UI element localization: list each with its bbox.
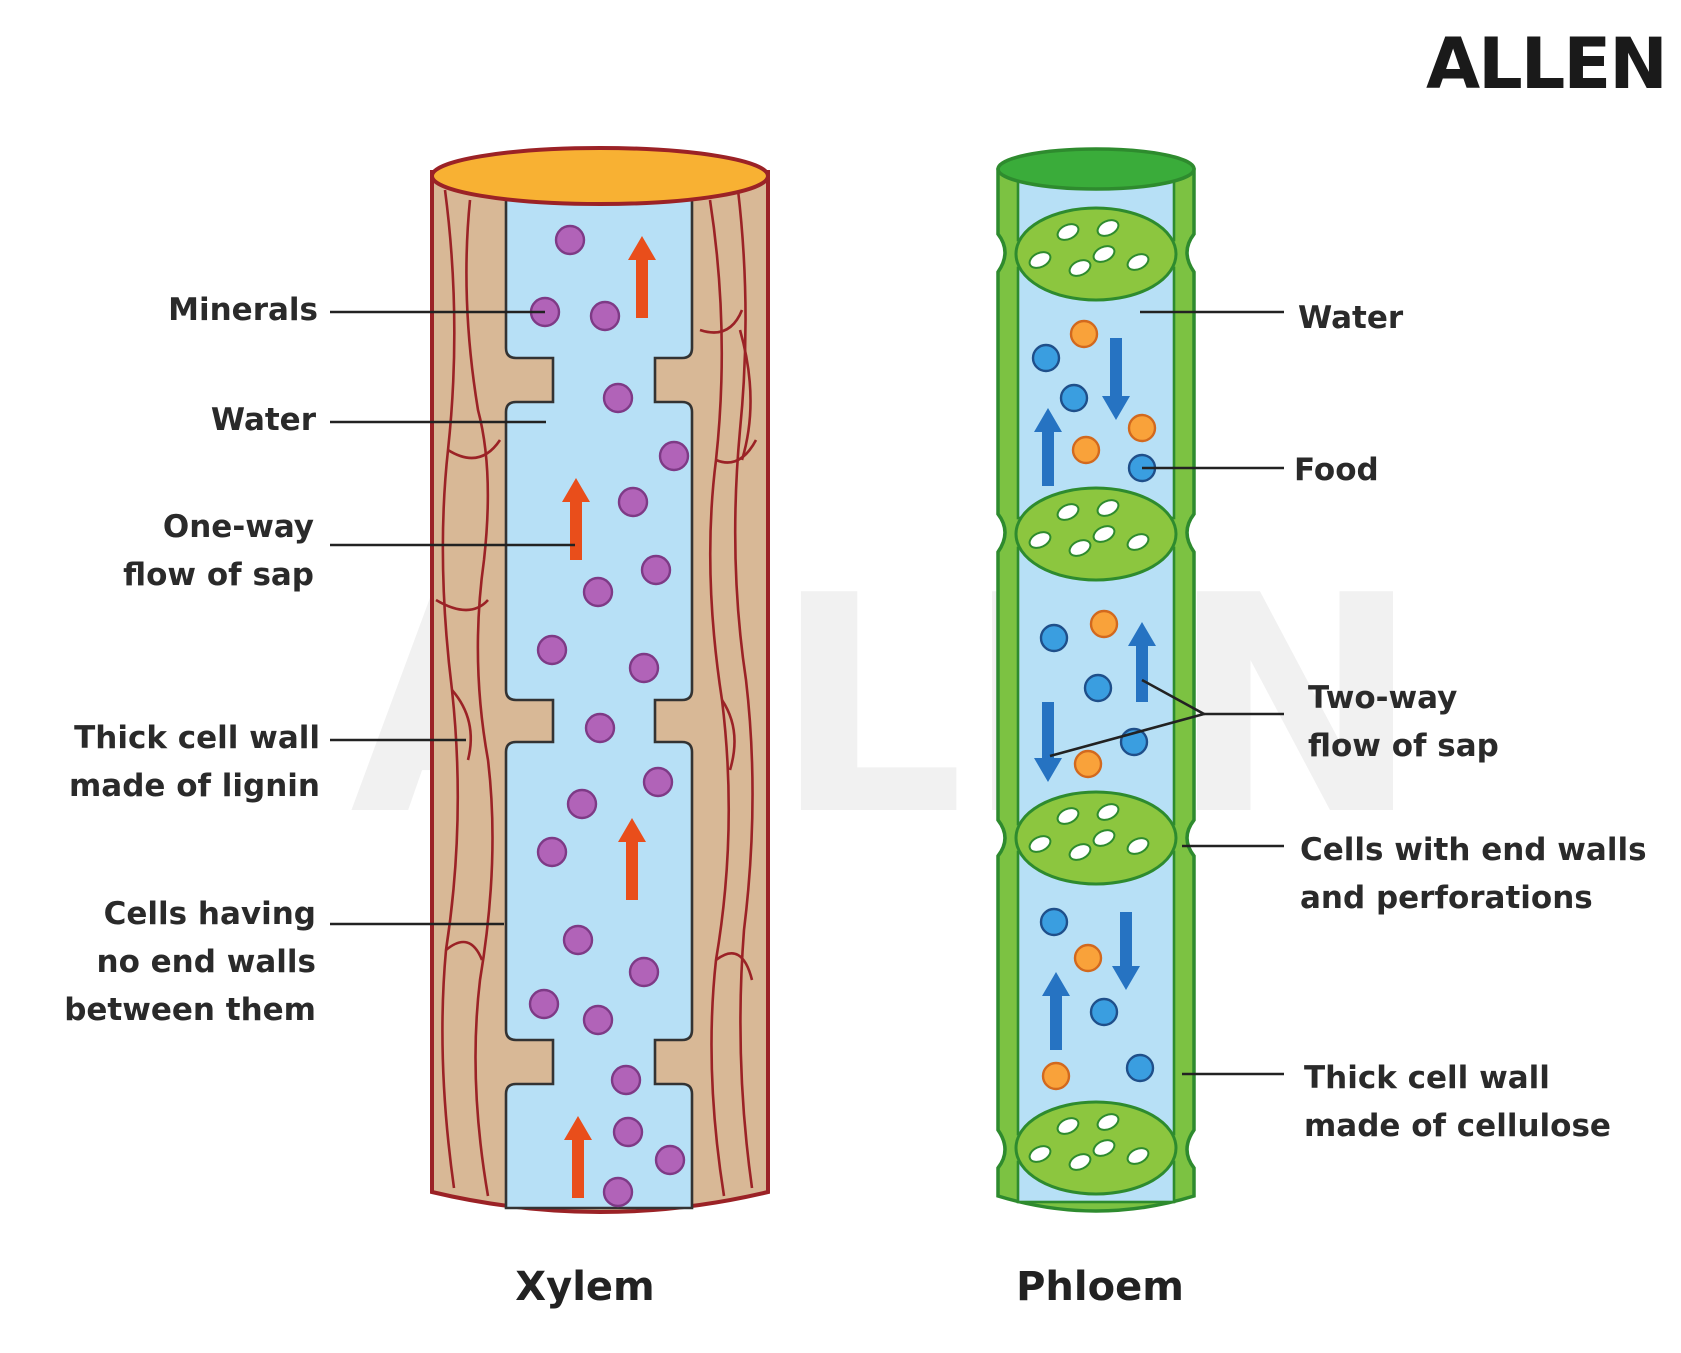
up-arrow-icon — [1034, 408, 1062, 486]
food-particle — [1039, 907, 1069, 937]
mineral — [640, 554, 672, 586]
up-arrow-icon — [1128, 622, 1156, 702]
food-particle — [1039, 623, 1069, 653]
xylem-lumen — [504, 198, 694, 1210]
up-arrow-icon — [562, 478, 590, 560]
mineral — [642, 766, 674, 798]
xylem-flow-arrows — [562, 236, 656, 1198]
mineral — [528, 988, 560, 1020]
phloem-lumen — [1016, 850, 1176, 1136]
xylem-title: Xylem — [515, 1264, 654, 1310]
phloem-leaders — [1049, 310, 1284, 1076]
food-particle — [1125, 1053, 1155, 1083]
food-particle — [1041, 1061, 1071, 1091]
sieve-plates — [1014, 206, 1178, 1196]
mineral — [602, 382, 634, 414]
mineral — [536, 634, 568, 666]
label-lignin-2: made of lignin — [69, 768, 320, 804]
phloem-flow-arrows — [1034, 338, 1156, 1050]
down-arrow-icon — [1112, 912, 1140, 990]
mineral — [658, 440, 690, 472]
phloem-title: Phloem — [1016, 1264, 1184, 1310]
mineral — [562, 924, 594, 956]
allen-logo: ALLEN — [1426, 23, 1666, 105]
label-xylem-water: Water — [211, 402, 317, 438]
food-particle — [1069, 319, 1099, 349]
xylem-wood-grain — [435, 189, 758, 1197]
mineral — [582, 576, 614, 608]
label-cellulose-1: Thick cell wall — [1304, 1060, 1550, 1096]
food-particle — [1059, 383, 1089, 413]
xylem-leaders — [330, 310, 575, 926]
food-particle — [1073, 943, 1103, 973]
food-particle — [1031, 343, 1061, 373]
label-phloem-water: Water — [1298, 300, 1404, 336]
xylem-top-opening — [430, 146, 770, 206]
label-food: Food — [1294, 452, 1379, 488]
mineral — [628, 652, 660, 684]
food-particle — [1071, 435, 1101, 465]
down-arrow-icon — [1102, 338, 1130, 420]
label-end-walls-2: and perforations — [1300, 880, 1593, 916]
phloem-top-opening — [996, 147, 1196, 191]
xylem-vessel — [430, 146, 770, 1214]
mineral — [654, 1144, 686, 1176]
food-particle — [1073, 749, 1103, 779]
label-lignin-1: Thick cell wall — [74, 720, 320, 756]
label-cellulose-2: made of cellulose — [1304, 1108, 1611, 1144]
food-particle — [1089, 609, 1119, 639]
label-no-end-walls-2: no end walls — [97, 944, 317, 980]
sieve-plate — [1014, 206, 1178, 302]
label-one-way-2: flow of sap — [123, 557, 314, 593]
food-particle — [1089, 997, 1119, 1027]
down-arrow-icon — [1034, 702, 1062, 782]
mineral — [610, 1064, 642, 1096]
up-arrow-icon — [628, 236, 656, 318]
sieve-plate — [1014, 790, 1178, 886]
up-arrow-icon — [564, 1116, 592, 1198]
label-two-way-2: flow of sap — [1308, 728, 1499, 764]
mineral — [628, 956, 660, 988]
mineral — [566, 788, 598, 820]
phloem-food-orange — [1041, 319, 1157, 1091]
label-minerals: Minerals — [168, 292, 318, 328]
mineral — [536, 836, 568, 868]
mineral — [584, 712, 616, 744]
label-no-end-walls-1: Cells having — [104, 896, 316, 932]
mineral — [602, 1176, 634, 1208]
up-arrow-icon — [1042, 972, 1070, 1050]
label-two-way-1: Two-way — [1308, 680, 1457, 716]
label-end-walls-1: Cells with end walls — [1300, 832, 1647, 868]
mineral — [617, 486, 649, 518]
sieve-plate — [1014, 1100, 1178, 1196]
phloem-food-blue — [1031, 343, 1157, 1083]
phloem-lumen — [1016, 266, 1176, 520]
mineral — [612, 1116, 644, 1148]
mineral — [589, 300, 621, 332]
mineral — [582, 1004, 614, 1036]
food-particle — [1083, 673, 1113, 703]
food-particle — [1127, 413, 1157, 443]
label-one-way-1: One-way — [163, 509, 314, 545]
label-no-end-walls-3: between them — [64, 992, 316, 1028]
mineral — [554, 224, 586, 256]
phloem-tube — [996, 147, 1196, 1213]
up-arrow-icon — [618, 818, 646, 900]
sieve-plate — [1014, 486, 1178, 582]
